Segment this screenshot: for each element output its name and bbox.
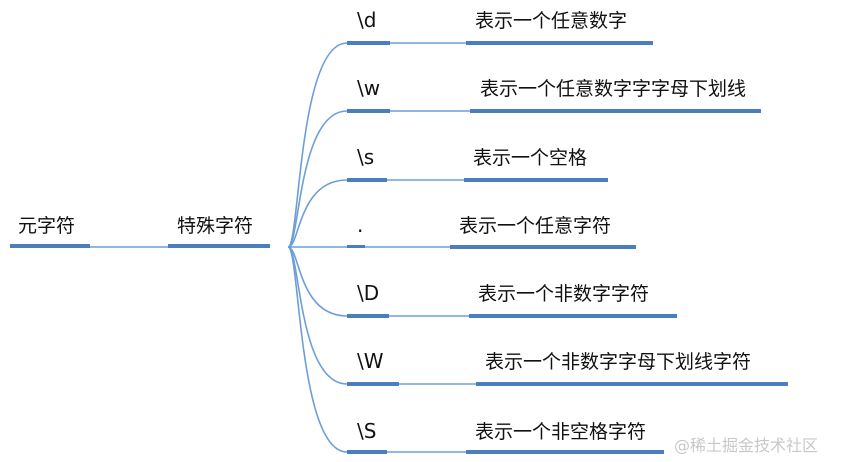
category-to-code-line-1: [287, 110, 348, 248]
code-label: \S: [357, 419, 376, 443]
description-bar[interactable]: [450, 245, 636, 249]
branch-row-dot: . 表示一个任意字符: [347, 213, 636, 249]
code-label: .: [357, 213, 363, 237]
code-bar[interactable]: [347, 178, 387, 182]
root-bar: [10, 244, 90, 248]
code-bar[interactable]: [347, 382, 399, 386]
description-label: 表示一个非数字字母下划线字符: [485, 351, 751, 373]
code-bar[interactable]: [347, 314, 389, 318]
code-label: \s: [357, 145, 374, 169]
category-bar: [168, 244, 270, 248]
code-label: \W: [357, 349, 384, 373]
description-bar[interactable]: [466, 450, 664, 454]
connector-lines: [90, 42, 476, 453]
branch-row-W: \W 表示一个非数字字母下划线字符: [347, 349, 788, 386]
description-label: 表示一个任意字符: [459, 215, 611, 237]
category-label: 特殊字符: [177, 215, 253, 237]
description-label: 表示一个任意数字字字母下划线: [480, 78, 746, 100]
category-to-code-line-0: [287, 42, 348, 248]
description-label: 表示一个非数字字符: [478, 283, 649, 305]
description-label: 表示一个任意数字: [475, 10, 627, 32]
code-label: \w: [357, 76, 380, 100]
description-label: 表示一个非空格字符: [475, 421, 646, 443]
category-to-code-line-4: [287, 246, 348, 317]
description-bar[interactable]: [476, 382, 788, 386]
description-bar[interactable]: [464, 178, 608, 182]
description-bar[interactable]: [466, 41, 653, 45]
description-label: 表示一个空格: [473, 147, 587, 169]
branch-row-D: \D 表示一个非数字字符: [347, 281, 677, 318]
code-bar[interactable]: [347, 41, 390, 45]
branch-row-d: \d 表示一个任意数字: [347, 8, 653, 45]
branch-row-w: \w 表示一个任意数字字字母下划线: [347, 76, 761, 113]
root-node[interactable]: 元字符: [10, 215, 90, 248]
category-to-code-line-2: [287, 179, 348, 248]
code-label: \D: [357, 281, 379, 305]
code-bar[interactable]: [347, 245, 365, 248]
code-label: \d: [357, 8, 376, 32]
description-bar[interactable]: [470, 109, 761, 113]
description-bar[interactable]: [469, 314, 677, 318]
category-to-code-line-6: [287, 246, 348, 453]
code-bar[interactable]: [347, 450, 387, 454]
root-label: 元字符: [18, 215, 75, 237]
category-node[interactable]: 特殊字符: [168, 215, 270, 248]
watermark-text: @稀土掘金技术社区: [674, 436, 818, 455]
branch-row-s: \s 表示一个空格: [347, 145, 608, 182]
code-bar[interactable]: [347, 109, 390, 113]
branch-row-S: \S 表示一个非空格字符: [347, 419, 664, 454]
